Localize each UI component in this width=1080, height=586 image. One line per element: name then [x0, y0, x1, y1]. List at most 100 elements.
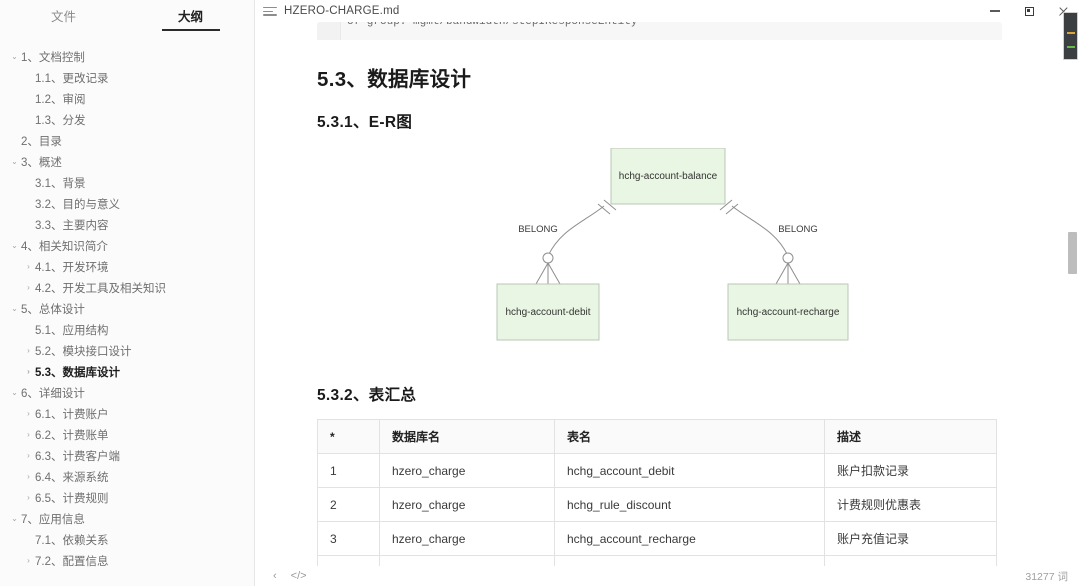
outline-item-label: 4、相关知识简介	[21, 240, 108, 253]
er-entity-recharge[interactable]: hchg-account-recharge	[727, 283, 848, 341]
outline-item[interactable]: ⌄1、文档控制	[0, 46, 254, 67]
status-bar: ‹ </> 31277 词	[255, 566, 1080, 586]
vertical-scrollbar-thumb[interactable]	[1068, 232, 1077, 274]
outline-item[interactable]: ›6.3、计费客户端	[0, 445, 254, 466]
outline-item[interactable]: ⌄3、概述	[0, 151, 254, 172]
table-cell: hzero_charge	[379, 487, 555, 522]
editor-scroll-area[interactable]: of group: mgmt/bandwidth/stepIResponseEn…	[255, 22, 1080, 566]
er-entity-debit[interactable]: hchg-account-debit	[496, 283, 599, 341]
er-marker-right-many	[775, 262, 800, 285]
tab-files[interactable]: 文件	[0, 6, 127, 31]
table-cell: 账户扣款记录	[824, 453, 997, 488]
minimize-button[interactable]	[978, 0, 1012, 22]
chevron-right-icon[interactable]: ›	[27, 282, 30, 292]
er-marker-right-one	[719, 199, 738, 215]
tab-outline[interactable]: 大纲	[127, 6, 254, 31]
table-cell: hchg_account_debit	[554, 453, 825, 488]
er-marker-left-zero	[542, 252, 553, 264]
outline-item[interactable]: 5.1、应用结构	[0, 319, 254, 340]
er-entity-recharge-label: hchg-account-recharge	[736, 307, 839, 318]
outline-item[interactable]: › 5.2、模块接口设计	[0, 340, 254, 361]
outline-item[interactable]: ›6.5、计费规则	[0, 487, 254, 508]
word-count: 31277 词	[1025, 570, 1068, 583]
table-header-row: *数据库名表名描述	[317, 419, 997, 454]
outline-item[interactable]: 3.1、背景	[0, 172, 254, 193]
table-cell: hchg_account_recharge	[554, 521, 825, 556]
outline-item-label: 6.1、计费账户	[35, 408, 109, 421]
outline-item[interactable]: 7.1、依赖关系	[0, 529, 254, 550]
back-icon[interactable]: ‹	[273, 569, 277, 582]
er-edge-balance-debit	[547, 205, 604, 257]
outline-item-label: 3.3、主要内容	[35, 219, 109, 232]
outline-item-label: 3.2、目的与意义	[35, 198, 120, 211]
outline-item-label: 1、文档控制	[21, 51, 85, 64]
outline-item[interactable]: 3.2、目的与意义	[0, 193, 254, 214]
status-bar-left: ‹ </>	[255, 569, 307, 582]
chevron-right-icon[interactable]: ›	[27, 450, 30, 460]
table-cell: 账户余额	[824, 555, 997, 566]
er-entity-debit-label: hchg-account-debit	[505, 307, 590, 318]
outline-item[interactable]: › 4.1、开发环境	[0, 256, 254, 277]
chevron-right-icon[interactable]: ›	[27, 345, 30, 355]
chevron-down-icon[interactable]: ⌄	[11, 240, 18, 250]
chevron-right-icon[interactable]: ›	[27, 555, 30, 565]
tab-files-label: 文件	[50, 10, 76, 24]
hamburger-menu-icon[interactable]	[263, 6, 277, 16]
table-cell: 计费规则优惠表	[824, 487, 997, 522]
chevron-right-icon[interactable]: ›	[27, 471, 30, 481]
window-controls	[978, 0, 1080, 22]
er-marker-right-zero	[782, 252, 793, 264]
close-button[interactable]	[1046, 0, 1080, 22]
outline-item[interactable]: ⌄4、相关知识简介	[0, 235, 254, 256]
table-cell: hzero_charge	[379, 521, 555, 556]
chevron-right-icon[interactable]: ›	[27, 366, 30, 376]
outline-item-label: 5.2、模块接口设计	[35, 345, 132, 358]
outline-item-label: 7.1、依赖关系	[35, 534, 109, 547]
outline-item[interactable]: ⌄5、总体设计	[0, 298, 254, 319]
outline-item[interactable]: ›6.2、计费账单	[0, 424, 254, 445]
chevron-right-icon[interactable]: ›	[27, 429, 30, 439]
outline-item[interactable]: 1.2、审阅	[0, 88, 254, 109]
chevron-right-icon[interactable]: ›	[27, 261, 30, 271]
outline-item[interactable]: › 6.4、来源系统	[0, 466, 254, 487]
table-header-cell: 表名	[554, 419, 825, 454]
window-titlebar[interactable]: HZERO-CHARGE.md	[255, 0, 1080, 22]
chevron-down-icon[interactable]: ⌄	[11, 51, 18, 61]
chevron-down-icon[interactable]: ⌄	[11, 513, 18, 523]
source-code-icon[interactable]: </>	[290, 569, 307, 582]
chevron-right-icon[interactable]: ›	[27, 408, 30, 418]
minimize-icon	[990, 10, 1000, 12]
outline-item-label: 2、目录	[21, 135, 62, 148]
outline-item-label: 4.1、开发环境	[35, 261, 109, 274]
table-cell: 3	[317, 521, 380, 556]
outline-item[interactable]: ⌄6、详细设计	[0, 382, 254, 403]
outline-item[interactable]: 2、目录	[0, 130, 254, 151]
outline-item[interactable]: 3.3、主要内容	[0, 214, 254, 235]
outline-item[interactable]: ›5.3、数据库设计	[0, 361, 254, 382]
heading-table-summary: 5.3.2、表汇总	[317, 387, 417, 404]
outline-item[interactable]: ⌄7、应用信息	[0, 508, 254, 529]
er-marker-left-many	[535, 262, 560, 285]
table-cell: hchg_rule_discount	[554, 487, 825, 522]
er-marker-left-one	[597, 199, 616, 215]
outline-item-label: 3.1、背景	[35, 177, 86, 190]
outline-item[interactable]: › 6.1、计费账户	[0, 403, 254, 424]
outline-item-label: 6.4、来源系统	[35, 471, 109, 484]
table-cell: 4	[317, 555, 380, 566]
chevron-right-icon[interactable]: ›	[27, 492, 30, 502]
outline-item[interactable]: 1.1、更改记录	[0, 67, 254, 88]
maximize-button[interactable]	[1012, 0, 1046, 22]
outline-item[interactable]: 1.3、分发	[0, 109, 254, 130]
chevron-down-icon[interactable]: ⌄	[11, 387, 18, 397]
restore-icon	[1024, 6, 1034, 16]
er-entity-balance[interactable]: hchg-account-balance	[610, 148, 725, 205]
heading-er-diagram: 5.3.1、E-R图	[317, 114, 413, 131]
outline-item[interactable]: ›7.2、配置信息	[0, 550, 254, 571]
outline-item[interactable]: ›4.2、开发工具及相关知识	[0, 277, 254, 298]
chevron-down-icon[interactable]: ⌄	[11, 156, 18, 166]
chevron-down-icon[interactable]: ⌄	[11, 303, 18, 313]
